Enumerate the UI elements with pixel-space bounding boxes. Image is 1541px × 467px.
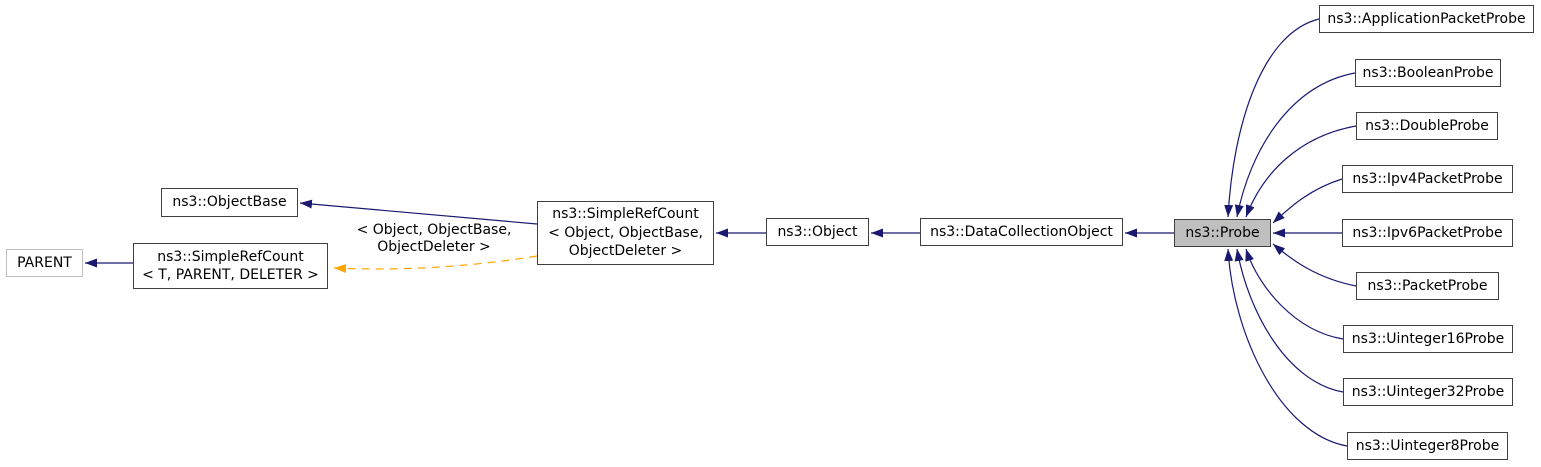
template-args-line: ObjectDeleter > bbox=[377, 239, 491, 256]
node-probe: ns3::Probe bbox=[1174, 219, 1271, 247]
edge-uinteger8probe-to-probe bbox=[1224, 248, 1348, 447]
node-label: ns3::PacketProbe bbox=[1367, 277, 1488, 294]
edge-ipv4packetprobe-to-probe bbox=[1272, 178, 1343, 224]
node-uinteger16probe[interactable]: ns3::Uinteger16Probe bbox=[1343, 325, 1513, 353]
node-label: ns3::ObjectBase bbox=[172, 194, 287, 211]
node-label: ns3::DataCollectionObject bbox=[930, 223, 1113, 240]
node-label: ObjectDeleter > bbox=[568, 243, 683, 260]
node-label: ns3::DoubleProbe bbox=[1365, 117, 1489, 134]
template-args-line: < Object, ObjectBase, bbox=[356, 222, 512, 238]
node-applicationpacketprobe[interactable]: ns3::ApplicationPacketProbe bbox=[1319, 5, 1534, 33]
edge-simplerefcount-object-to-objectbase bbox=[299, 199, 538, 225]
node-label: < Object, ObjectBase, bbox=[548, 224, 703, 241]
node-packetprobe[interactable]: ns3::PacketProbe bbox=[1356, 272, 1499, 300]
template-args-label: < Object, ObjectBase, ObjectDeleter > bbox=[348, 222, 520, 256]
node-label: ns3::Probe bbox=[1185, 224, 1260, 241]
node-label: ns3::ApplicationPacketProbe bbox=[1327, 10, 1526, 27]
node-ipv4packetprobe[interactable]: ns3::Ipv4PacketProbe bbox=[1342, 165, 1513, 193]
node-label: PARENT bbox=[17, 254, 72, 271]
node-datacollectionobject[interactable]: ns3::DataCollectionObject bbox=[920, 218, 1123, 246]
edge-template-instantiation bbox=[333, 255, 538, 274]
node-label: ns3::Ipv6PacketProbe bbox=[1352, 224, 1503, 241]
edge-uinteger16probe-to-probe bbox=[1245, 248, 1344, 340]
node-objectbase[interactable]: ns3::ObjectBase bbox=[161, 188, 298, 217]
node-parent: PARENT bbox=[6, 249, 83, 277]
node-label: < T, PARENT, DELETER > bbox=[142, 267, 319, 283]
node-uinteger8probe[interactable]: ns3::Uinteger8Probe bbox=[1347, 432, 1508, 460]
edge-booleanprobe-to-probe bbox=[1234, 72, 1356, 218]
node-label: ns3::Object bbox=[777, 223, 858, 240]
node-booleanprobe[interactable]: ns3::BooleanProbe bbox=[1355, 59, 1501, 87]
node-label: ns3::BooleanProbe bbox=[1362, 64, 1494, 81]
node-object[interactable]: ns3::Object bbox=[766, 218, 869, 246]
edge-uinteger32probe-to-probe bbox=[1234, 248, 1344, 393]
node-label: ns3::Uinteger32Probe bbox=[1351, 383, 1505, 400]
node-doubleprobe[interactable]: ns3::DoubleProbe bbox=[1356, 112, 1498, 140]
node-uinteger32probe[interactable]: ns3::Uinteger32Probe bbox=[1343, 378, 1513, 406]
edge-applicationpacketprobe-to-probe bbox=[1224, 18, 1320, 218]
node-label: ns3::SimpleRefCount bbox=[552, 206, 699, 223]
node-simplerefcount-object[interactable]: ns3::SimpleRefCount < Object, ObjectBase… bbox=[537, 201, 714, 265]
edge-packetprobe-to-probe bbox=[1272, 243, 1357, 287]
edge-doubleprobe-to-probe bbox=[1245, 125, 1357, 218]
node-label: ns3::Uinteger8Probe bbox=[1355, 437, 1500, 454]
node-label: ns3::Ipv4PacketProbe bbox=[1352, 170, 1503, 187]
node-label: ns3::SimpleRefCount bbox=[157, 248, 304, 265]
node-ipv6packetprobe[interactable]: ns3::Ipv6PacketProbe bbox=[1342, 219, 1513, 247]
node-simplerefcount-template[interactable]: ns3::SimpleRefCount < T, PARENT, DELETER… bbox=[133, 243, 328, 289]
node-label: ns3::Uinteger16Probe bbox=[1351, 330, 1505, 347]
